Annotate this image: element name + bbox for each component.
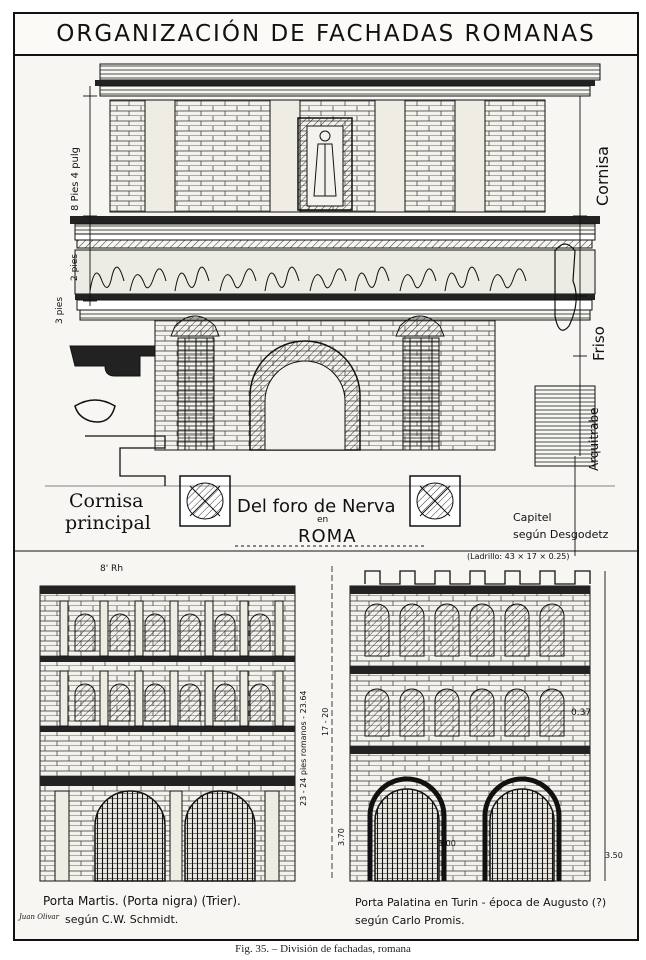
- engraver-signature: Juan Olivar: [19, 913, 59, 921]
- forum-of-nerva-elevation: [45, 63, 615, 556]
- label-cornisa: Cornisa: [69, 490, 144, 512]
- dimension-left-top: 8 Pies 4 pulg: [70, 146, 81, 211]
- porta-nigra-elevation: [39, 585, 296, 882]
- engraving-drawing: [15, 63, 637, 882]
- plate-title: ORGANIZACIÓN DE FACHADAS ROMANAS: [56, 21, 596, 47]
- porta-nigra-dim-top: 8' Rh: [100, 564, 124, 574]
- label-foro-en: en: [317, 515, 329, 525]
- engraving-plate: ORGANIZACIÓN DE FACHADAS ROMANAS: [13, 12, 639, 941]
- dimension-left-bottom: 3 pies: [55, 296, 65, 324]
- porta-nigra-dim-vertical: 23 - 24 pies romanos - 23.64: [299, 690, 308, 806]
- label-capitel: Capitel: [513, 511, 552, 524]
- porta-palatina-dim-vertical: 17 - 20: [321, 707, 330, 736]
- corinthian-column-left: [170, 315, 220, 451]
- porta-palatina-dim-corner: 3.50: [605, 851, 623, 860]
- porta-palatina-elevation: [349, 570, 606, 882]
- porta-palatina-dim-right: 0.37: [571, 708, 592, 718]
- porta-nigra-caption: Porta Martis. (Porta nigra) (Trier).: [43, 894, 241, 908]
- porta-palatina-dim-side: 3.70: [337, 828, 346, 846]
- label-cornisa-vertical: Cornisa: [593, 146, 612, 206]
- porta-palatina-caption: Porta Palatina en Turin - época de Augus…: [355, 896, 607, 909]
- engraving-art: Cornisa Friso Arquitrabe 8 Pies 4 pulg 2…: [15, 56, 637, 939]
- corinthian-column-right: [395, 315, 445, 451]
- plate-title-banner: ORGANIZACIÓN DE FACHADAS ROMANAS: [15, 14, 637, 56]
- label-capitel-source: según Desgodetz: [513, 528, 609, 541]
- label-arquitrabe-vertical: Arquitrabe: [587, 407, 601, 471]
- label-foro-city: ROMA: [298, 526, 357, 547]
- porta-palatina-dim-lower: 3.00: [438, 839, 456, 848]
- label-ladrillo-note: (Ladrillo: 43 × 17 × 0.25): [467, 552, 570, 561]
- dimension-left-mid: 2 pies: [70, 253, 80, 281]
- porta-nigra-source: según C.W. Schmidt.: [65, 913, 179, 926]
- label-foro-title: Del foro de Nerva: [237, 496, 396, 517]
- label-principal: principal: [65, 512, 151, 534]
- figure-caption: Fig. 35. – División de fachadas, romana: [235, 943, 411, 955]
- label-friso-vertical: Friso: [590, 326, 608, 361]
- porta-palatina-source: según Carlo Promis.: [355, 914, 465, 927]
